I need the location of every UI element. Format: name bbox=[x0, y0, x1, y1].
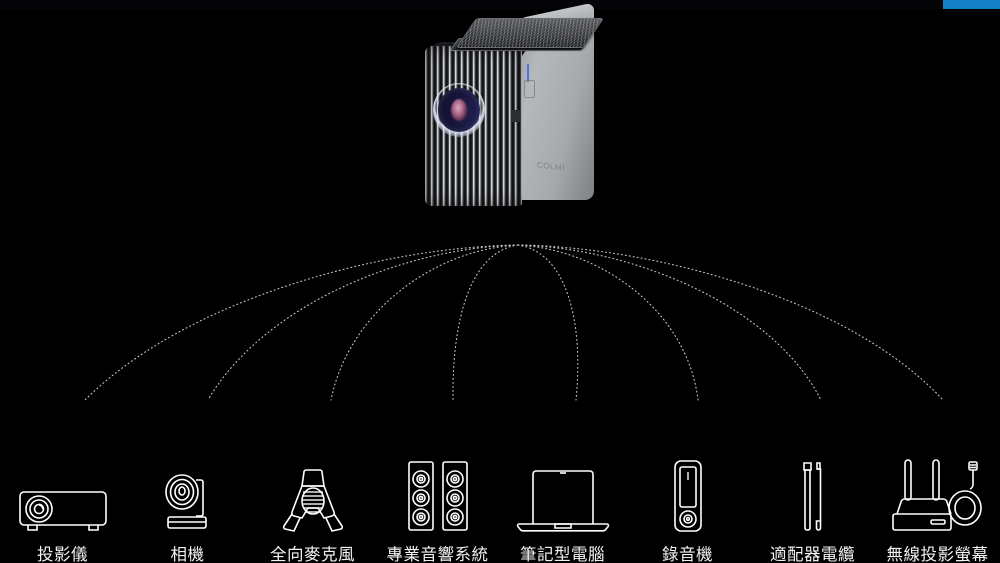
device-item-adapter-cable[interactable]: 適配器電纜 bbox=[750, 424, 875, 563]
device-label: 相機 bbox=[170, 545, 205, 563]
projector-icon bbox=[14, 460, 112, 534]
device-side-face bbox=[521, 24, 594, 200]
adapter-cable-icon bbox=[793, 460, 833, 534]
hero-projector-device: COLMI bbox=[418, 2, 608, 218]
device-side-port bbox=[524, 80, 535, 98]
device-item-omni-microphone[interactable]: 全向麥克風 bbox=[250, 424, 375, 563]
camera-icon bbox=[156, 460, 220, 534]
speaker-tower-icon bbox=[401, 460, 475, 534]
device-label: 錄音機 bbox=[662, 545, 713, 563]
device-item-wireless-screen[interactable]: 無線投影螢幕 bbox=[875, 424, 1000, 563]
device-label: 專業音響系統 bbox=[386, 545, 489, 563]
device-label: 全向麥克風 bbox=[270, 545, 355, 563]
connection-arc bbox=[330, 244, 519, 401]
top-accent-bar bbox=[943, 0, 1000, 9]
device-label: 適配器電纜 bbox=[770, 545, 855, 563]
connection-arc bbox=[84, 244, 519, 401]
audio-recorder-icon bbox=[667, 459, 709, 534]
device-item-projector[interactable]: 投影儀 bbox=[0, 424, 125, 563]
device-item-laptop[interactable]: 筆記型電腦 bbox=[500, 424, 625, 563]
top-strip bbox=[0, 0, 1000, 9]
lens-glint bbox=[451, 99, 467, 121]
device-label: 無線投影螢幕 bbox=[886, 545, 989, 563]
device-top-mesh-tray bbox=[455, 18, 605, 48]
connection-arc bbox=[517, 244, 579, 401]
device-item-camera[interactable]: 相機 bbox=[125, 424, 250, 563]
connection-arc bbox=[207, 244, 519, 401]
device-front-sensor bbox=[511, 110, 520, 122]
device-label: 投影儀 bbox=[37, 545, 88, 563]
connection-arc bbox=[452, 244, 519, 401]
connection-arc bbox=[517, 244, 822, 401]
device-item-speaker-system[interactable]: 專業音響系統 bbox=[375, 424, 500, 563]
connection-arc bbox=[517, 244, 699, 401]
laptop-icon bbox=[511, 460, 615, 534]
omnidirectional-microphone-icon bbox=[276, 460, 350, 534]
device-item-audio-recorder[interactable]: 錄音機 bbox=[625, 424, 750, 563]
connection-arc bbox=[517, 244, 944, 401]
wireless-router-dongle-icon bbox=[885, 458, 991, 534]
power-indicator-led bbox=[527, 64, 529, 82]
device-list: 投影儀 相機 bbox=[0, 424, 1000, 563]
device-label: 筆記型電腦 bbox=[520, 545, 605, 563]
